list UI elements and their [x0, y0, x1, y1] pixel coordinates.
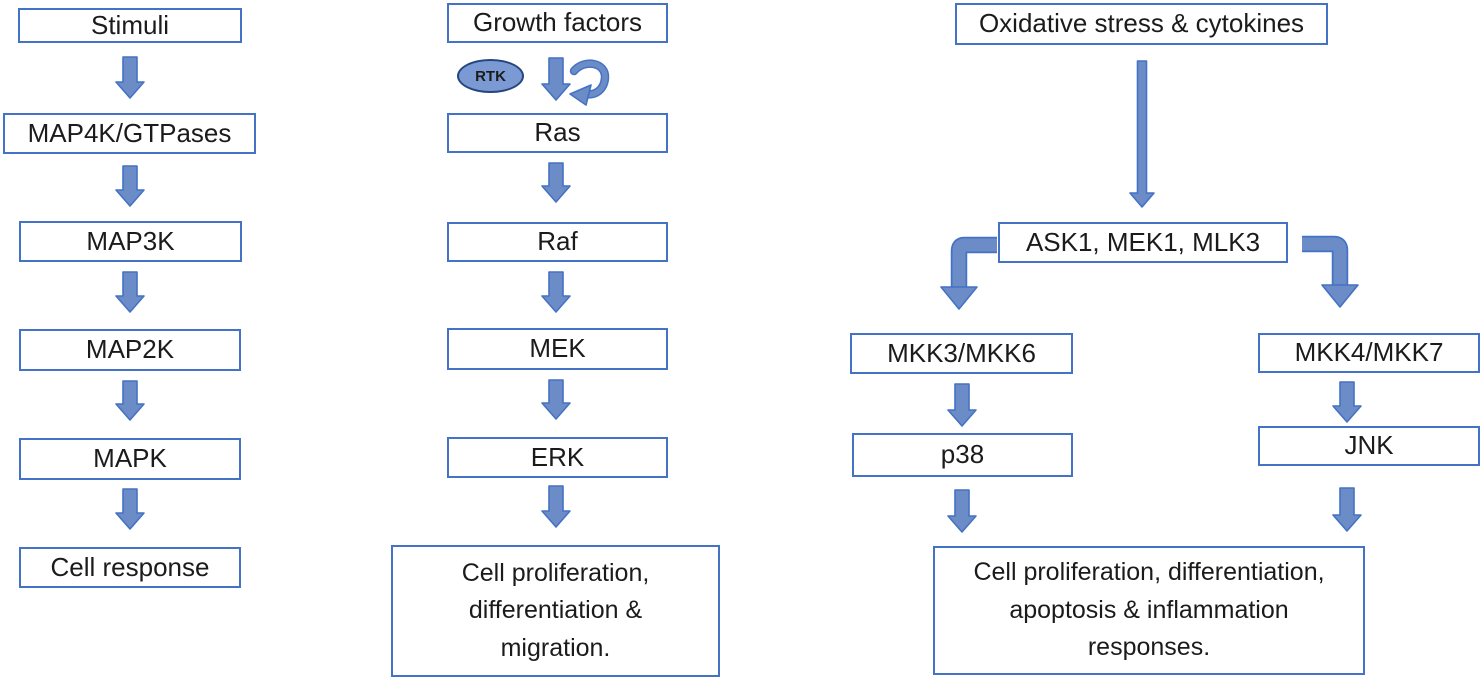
node-right-outcome: Cell proliferation, differentiation, apo… [933, 546, 1365, 675]
node-oxidative-stress-cytokines: Oxidative stress & cytokines [955, 3, 1328, 45]
circular-feedback-arrow-icon [569, 59, 610, 106]
node-mek: MEK [447, 328, 668, 370]
down-arrow-icon [947, 489, 977, 533]
node-mapk: MAPK [19, 438, 241, 480]
node-growth-factors: Growth factors [447, 3, 668, 43]
node-ras: Ras [447, 113, 668, 153]
down-arrow-icon [1332, 381, 1362, 423]
node-cell-response: Cell response [19, 547, 241, 588]
down-arrow-icon [541, 485, 571, 528]
node-map2k: MAP2K [19, 329, 241, 371]
elbow-arrow-left-icon [940, 236, 997, 310]
down-arrow-icon [947, 383, 977, 427]
elbow-arrow-right-icon [1302, 235, 1359, 308]
node-stimuli: Stimuli [18, 8, 242, 43]
node-jnk: JNK [1258, 426, 1480, 466]
node-erk: ERK [447, 437, 668, 478]
node-mkk4-mkk7: MKK4/MKK7 [1258, 333, 1480, 373]
down-arrow-icon [115, 165, 145, 207]
down-arrow-icon [541, 271, 571, 313]
node-p38: p38 [852, 433, 1073, 477]
down-arrow-icon [1332, 487, 1362, 532]
down-arrow-icon [541, 162, 571, 203]
down-arrow-icon [115, 56, 145, 99]
down-arrow-icon [115, 488, 145, 530]
node-raf: Raf [447, 222, 668, 262]
down-arrow-icon [541, 57, 571, 101]
rtk-receptor-ellipse: RTK [457, 59, 524, 93]
down-arrow-icon [115, 380, 145, 421]
node-map4k-gtpases: MAP4K/GTPases [3, 113, 256, 154]
node-middle-outcome: Cell proliferation, differentiation & mi… [391, 545, 720, 677]
down-arrow-icon [115, 271, 145, 313]
node-mkk3-mkk6: MKK3/MKK6 [850, 333, 1073, 374]
node-map3k: MAP3K [19, 221, 242, 262]
node-ask1-mek1-mlk3: ASK1, MEK1, MLK3 [998, 222, 1288, 263]
down-arrow-icon [1129, 60, 1155, 208]
down-arrow-icon [541, 379, 571, 420]
